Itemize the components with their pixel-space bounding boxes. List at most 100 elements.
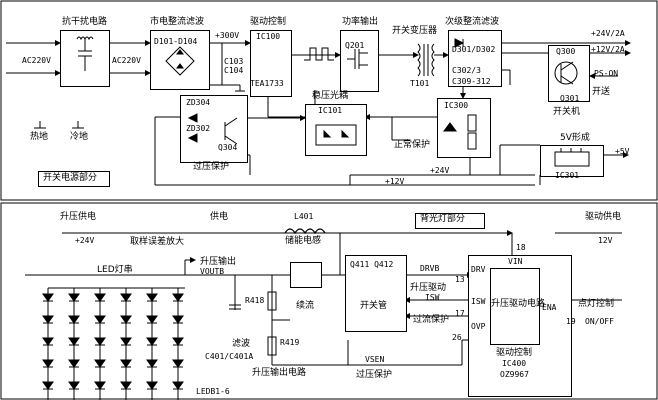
led-icon xyxy=(94,359,106,368)
capacitor-icon xyxy=(76,36,94,71)
vin-pin: VIN xyxy=(508,257,523,266)
backlight-title: 背光灯部分 xyxy=(420,214,466,224)
opto-label: 稳压光耦 xyxy=(312,91,349,101)
pson-label: PS-ON xyxy=(594,69,619,78)
c302-label: C302/3 xyxy=(452,66,481,75)
d301-label: D301/D302 xyxy=(452,45,496,54)
led-icon xyxy=(42,293,54,302)
zd302-label: ZD302 xyxy=(186,124,211,133)
q304-label: Q304 xyxy=(218,143,238,152)
section-label-box xyxy=(38,171,110,187)
zd304-label: ZD304 xyxy=(186,98,211,107)
v12-feedback: +12V xyxy=(385,177,405,186)
ledb-label: LEDB1-6 xyxy=(196,387,230,396)
switch-tube-label: 开关管 xyxy=(360,301,388,311)
vsen-label: VSEN xyxy=(365,355,385,364)
switch-tube-box xyxy=(345,255,407,332)
cold-ground-label: 冷地 xyxy=(70,132,89,142)
boost-out-label: 升压输出 xyxy=(200,257,237,267)
pin-18: 18 xyxy=(516,243,526,252)
ic301-label: IC301 xyxy=(555,171,580,180)
led-icon xyxy=(120,315,132,324)
v24-feedback: +24V xyxy=(430,166,450,175)
backlight-section-frame xyxy=(0,202,658,400)
ena-pin: ENA xyxy=(542,303,557,312)
t101-label: T101 xyxy=(410,79,430,88)
voutb-label: VOUTB xyxy=(200,267,225,276)
optocoupler-icon xyxy=(315,124,357,146)
light-control-label: 点灯控制 xyxy=(578,299,615,309)
reference-ic-box xyxy=(437,98,491,158)
led-icon xyxy=(172,315,184,324)
power-section-frame xyxy=(0,0,658,201)
tea-label: TEA1733 xyxy=(250,79,284,88)
r419-label: R419 xyxy=(280,338,300,347)
l401-label: L401 xyxy=(294,212,314,221)
ovp-pin: OVP xyxy=(471,322,486,331)
inductor-label: 储能电感 xyxy=(285,236,322,246)
q411-label: Q411 Q412 xyxy=(350,260,394,269)
emi-label: 抗干扰电路 xyxy=(62,17,108,27)
d101-label: D101-D104 xyxy=(154,37,198,46)
secondary-rectifier-box xyxy=(448,30,502,87)
led-icon xyxy=(42,359,54,368)
transistor-icon xyxy=(554,61,578,85)
overvoltage-bottom-label: 过压保护 xyxy=(356,370,393,380)
ic300-label: IC300 xyxy=(444,101,469,110)
q301-label: Q301 xyxy=(560,94,580,103)
freewheel-diode-box xyxy=(290,262,322,288)
c401-label: C401/C401A xyxy=(205,352,254,361)
drvb-label: DRVB xyxy=(420,264,440,273)
led-icon xyxy=(94,337,106,346)
ac-input-2: AC220V xyxy=(112,56,141,65)
pin-17: 17 xyxy=(455,309,465,318)
c104-label: C104 xyxy=(224,66,244,75)
drive-control-label: 驱动控制 xyxy=(496,348,533,358)
ac-input-1: AC220V xyxy=(22,56,51,65)
led-icon xyxy=(172,293,184,302)
led-icon xyxy=(146,359,158,368)
switch-machine-label: 开关机 xyxy=(553,107,581,117)
oz9967-label: OZ9967 xyxy=(500,370,529,379)
power-out-label: 功率输出 xyxy=(342,17,379,27)
bridge-rectifier-box xyxy=(150,30,210,90)
led-icon xyxy=(146,381,158,390)
q300-label: Q300 xyxy=(556,47,576,56)
isw-pin: ISW xyxy=(471,297,486,306)
led-icon xyxy=(94,381,106,390)
hot-ground-label: 热地 xyxy=(30,132,49,142)
v300-label: +300V xyxy=(215,31,240,40)
on-signal-label: 开送 xyxy=(592,87,611,97)
v24-output: +24V/2A xyxy=(591,29,625,38)
v12-input: 12V xyxy=(598,236,613,245)
led-icon xyxy=(68,315,80,324)
pin-19: 19 xyxy=(566,317,576,326)
v24-input: +24V xyxy=(75,236,95,245)
zener-icon xyxy=(187,113,238,145)
driver-ic-inner-box xyxy=(490,268,540,345)
backlight-label-box xyxy=(415,213,485,229)
v5-output: +5V xyxy=(615,147,630,156)
led-string-label: LED灯串 xyxy=(97,265,133,275)
v12-output: +12V/2A xyxy=(591,45,625,54)
optocoupler-box xyxy=(305,104,367,156)
emi-filter-box xyxy=(60,30,110,87)
led-icon xyxy=(68,293,80,302)
led-icon xyxy=(42,337,54,346)
led-icon xyxy=(68,337,80,346)
led-icon xyxy=(146,337,158,346)
sample-label: 取样误差放大 xyxy=(130,237,185,247)
pin-13: 13 xyxy=(455,275,465,284)
led-icon xyxy=(42,315,54,324)
power-section-title: 开关电源部分 xyxy=(43,173,98,183)
power-output-box xyxy=(340,30,379,92)
drive-control-ic-box xyxy=(250,30,292,97)
ic-chip-icon xyxy=(554,148,590,167)
led-icon xyxy=(120,381,132,390)
overvoltage-label: 过压保护 xyxy=(193,162,230,172)
q201-label: Q201 xyxy=(345,41,365,50)
led-icon xyxy=(146,293,158,302)
transformer-label: 开关变压器 xyxy=(392,26,438,36)
led-icon xyxy=(68,359,80,368)
